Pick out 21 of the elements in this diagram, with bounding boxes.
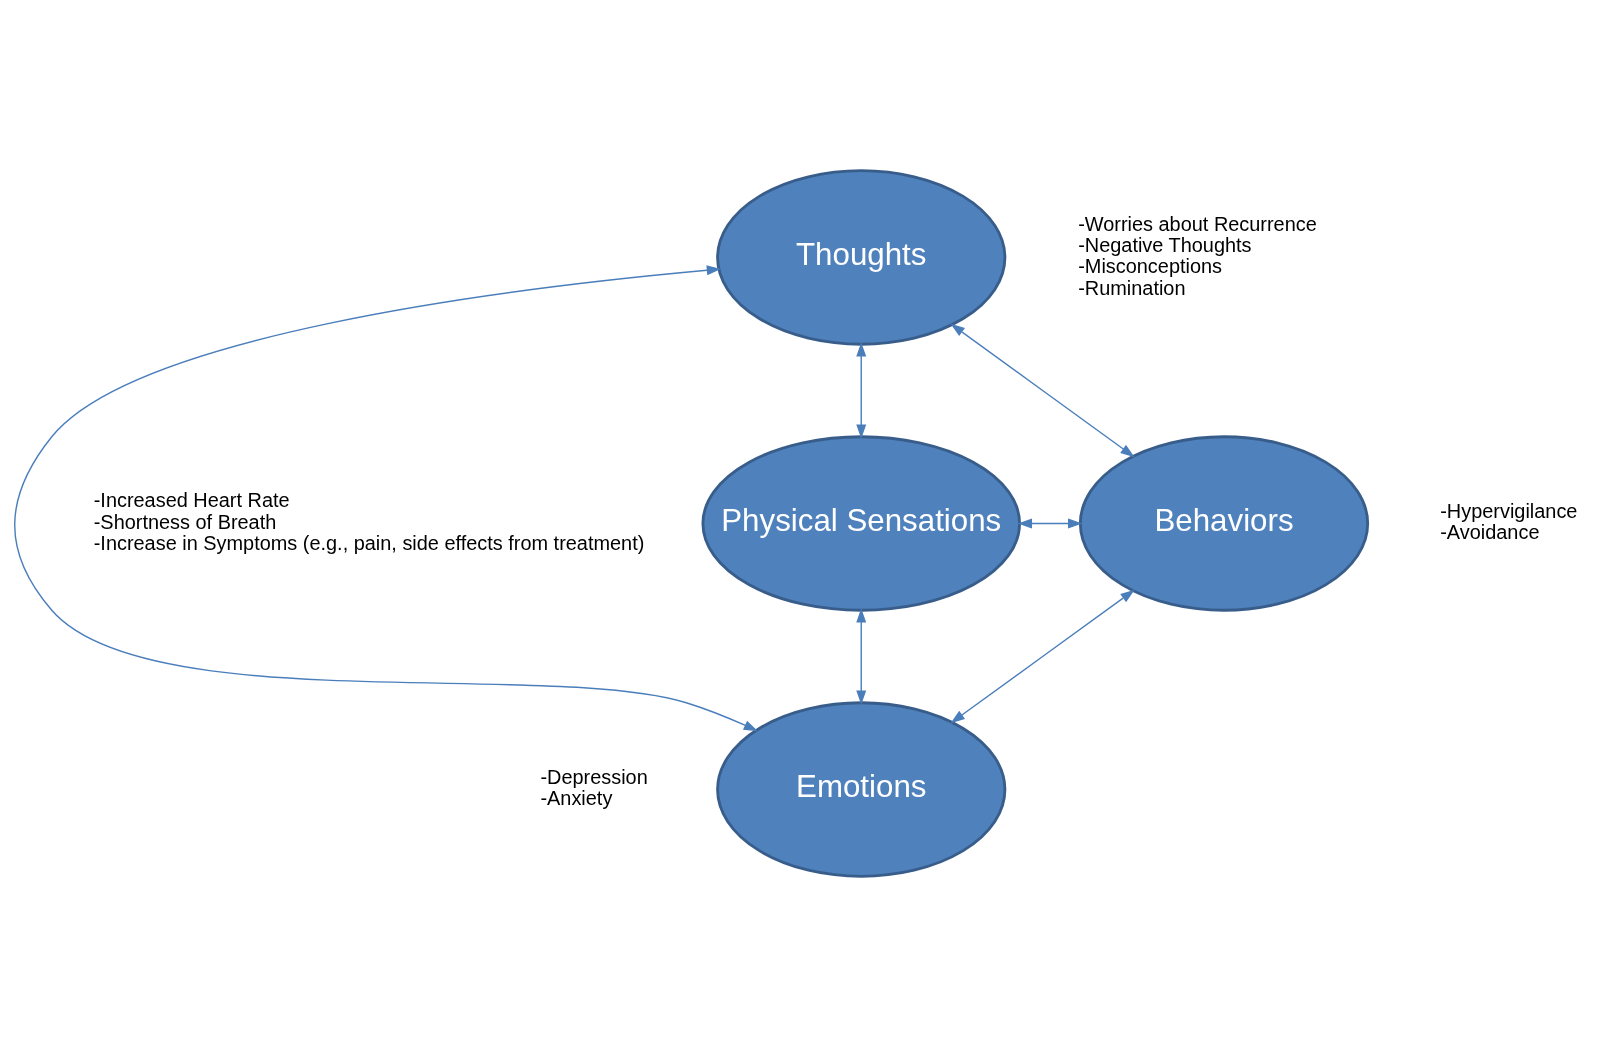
node-label: -Hypervigilance	[1440, 500, 1578, 523]
node-label: -Negative Thoughts	[1078, 234, 1252, 257]
arrow	[856, 342, 867, 439]
node-label: -Anxiety	[540, 787, 613, 810]
node-label: -Increase in Symptoms (e.g., pain, side effects from treatment)	[93, 532, 645, 555]
node-label: -Worries about Recurrence	[1078, 212, 1317, 235]
node-ellipse: Physical Sensations	[701, 435, 1021, 612]
node-ellipse: Emotions	[716, 701, 1007, 878]
node-label: -Misconceptions	[1078, 255, 1223, 278]
arrow	[856, 608, 867, 705]
node-label: -Shortness of Breath	[93, 510, 277, 533]
node-ellipse: Behaviors	[1078, 435, 1370, 612]
arrow	[14, 265, 758, 732]
node-label: -Depression	[540, 766, 648, 789]
node-ellipse: Thoughts	[716, 169, 1007, 346]
arrow	[950, 323, 1135, 458]
node-label: -Rumination	[1078, 276, 1186, 299]
arrow	[950, 589, 1135, 724]
arrow	[1017, 518, 1083, 529]
node-label: -Increased Heart Rate	[93, 489, 290, 512]
node-label: -Avoidance	[1440, 521, 1540, 544]
